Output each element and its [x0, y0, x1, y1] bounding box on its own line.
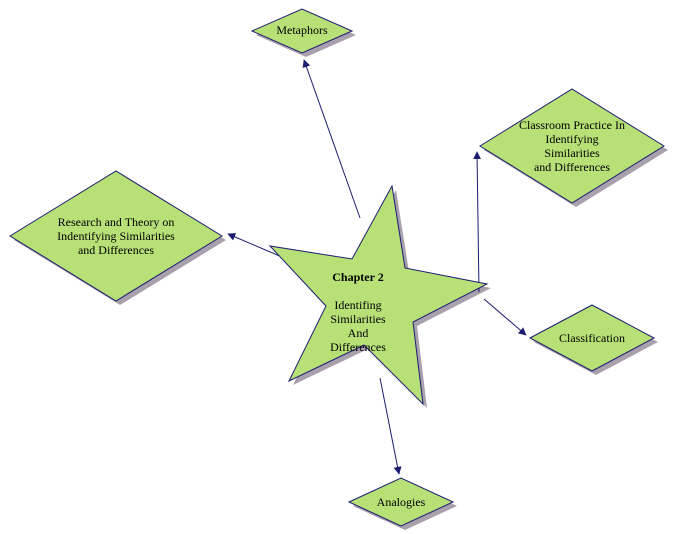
node-shape-analogies: [347, 477, 455, 527]
node-shape-center-star: [268, 184, 489, 406]
node-shape-metaphors: [250, 8, 354, 54]
arrow-to-classroom-practice: [473, 151, 482, 293]
arrow-to-metaphors: [302, 59, 361, 219]
node-layer: [9, 8, 665, 527]
node-shape-research-theory: [9, 170, 223, 302]
node-shape-classroom-practice: [479, 88, 665, 204]
arrow-to-analogies: [379, 377, 402, 475]
node-shape-classification: [528, 304, 656, 372]
arrow-to-classification: [483, 298, 527, 336]
